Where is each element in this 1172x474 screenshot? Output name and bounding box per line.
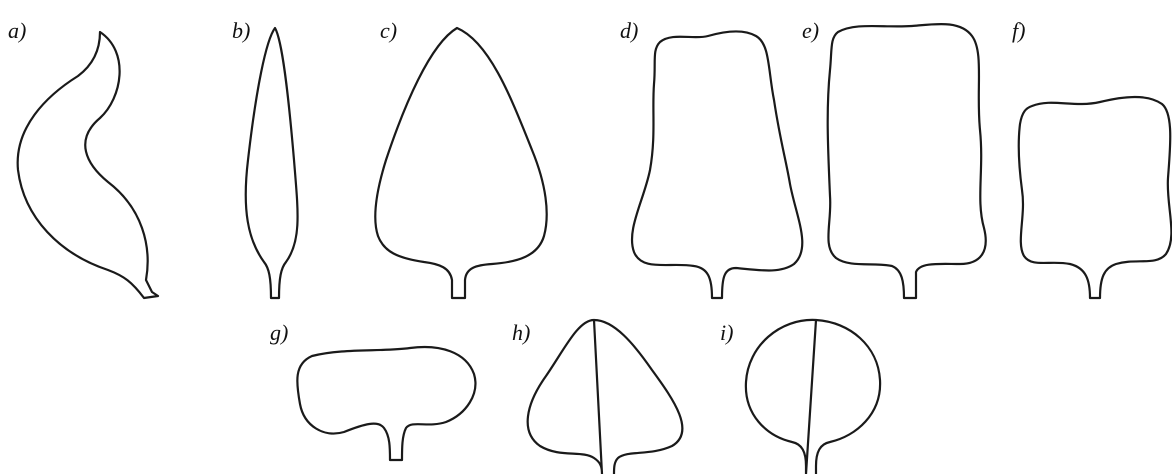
shape-f-square: [1019, 97, 1172, 298]
panel-label-c: c): [380, 18, 397, 43]
panel-label-g: g): [270, 320, 288, 345]
panel-label-h: h): [512, 320, 530, 345]
shape-g-kidney: [297, 347, 475, 460]
panel-label-b: b): [232, 18, 250, 43]
panel-label-a: a): [8, 18, 26, 43]
shape-e-rect-large: [828, 24, 986, 298]
panel-label-d: d): [620, 18, 638, 43]
panel-label-i: i): [720, 320, 733, 345]
shape-h-spade: [528, 320, 683, 474]
panel-label-e: e): [802, 18, 819, 43]
shape-d-bell: [632, 31, 802, 298]
panel-label-f: f): [1012, 18, 1025, 43]
shape-c-triangular: [375, 28, 547, 298]
shape-i-round: [746, 320, 880, 474]
shape-b-lanceolate: [246, 28, 298, 298]
shape-a-curved-leaf: [18, 32, 158, 298]
